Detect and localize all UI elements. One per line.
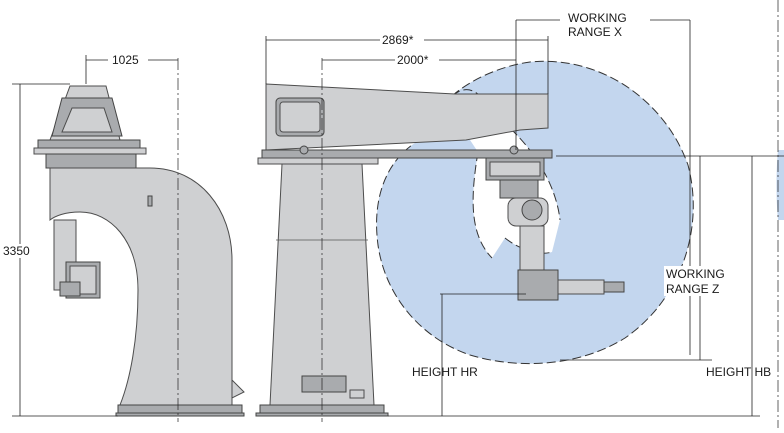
working-range-x-line1: WORKING xyxy=(568,11,627,25)
front-view-pedestal xyxy=(255,58,553,422)
drawing-labels: 1025 3350 2869* 2000* WORKING RANGE X WO… xyxy=(1,10,771,379)
working-range-x-line2: RANGE X xyxy=(568,25,622,39)
dim-reach-full: 2869* xyxy=(382,33,414,47)
front-mount-plate xyxy=(261,149,553,159)
robot-tool xyxy=(557,279,605,295)
dim-height-total: 3350 xyxy=(3,244,30,258)
side-c-frame xyxy=(49,167,233,406)
working-range-z-line2: RANGE Z xyxy=(666,282,719,296)
working-range-z-line1: WORKING xyxy=(666,267,725,281)
dim-width-side: 1025 xyxy=(112,53,139,67)
height-hb-label: HEIGHT HB xyxy=(706,365,771,379)
robot-arm xyxy=(485,157,625,301)
height-hr-label: HEIGHT HR xyxy=(412,365,478,379)
front-beam xyxy=(265,83,549,151)
robot-forearm xyxy=(519,225,545,273)
dim-reach-axis: 2000* xyxy=(397,53,429,67)
robot-wrist xyxy=(517,269,559,301)
side-view-machine xyxy=(33,58,245,422)
